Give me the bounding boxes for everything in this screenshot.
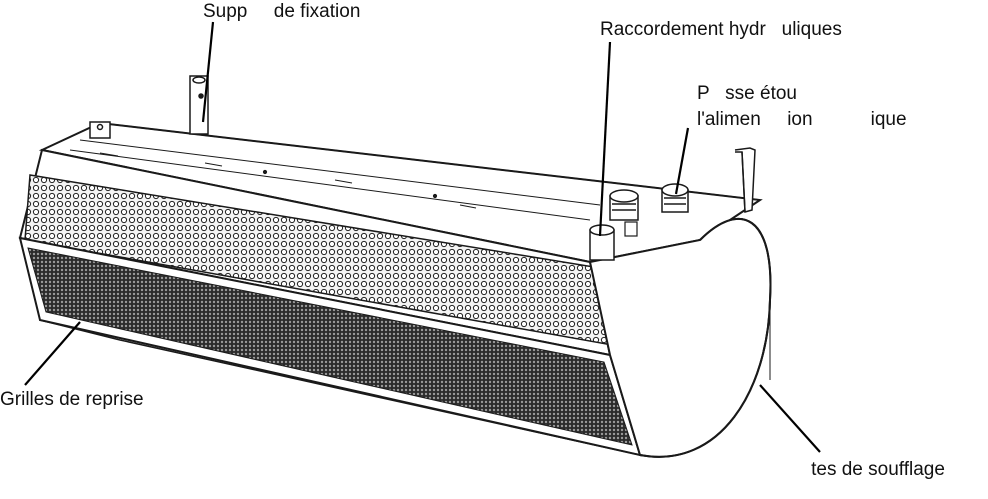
hydraulic-connector-2 — [609, 189, 639, 221]
cable-gland — [661, 183, 689, 213]
label-outlet: tes de soufflage — [790, 459, 945, 480]
top-slots — [99, 152, 477, 209]
label-intake-grilles: Grilles de reprise — [0, 389, 144, 410]
label-hydraulic-connections: Raccordement hydr uliques — [600, 19, 842, 40]
label-cable-gland-line2: l'alimen ion ique — [697, 109, 907, 130]
label-support-fixation: Supp de fixation — [203, 1, 361, 22]
mounting-bracket-right — [734, 147, 756, 213]
mounting-bracket-corner — [89, 121, 111, 139]
label-cable-gland-line1: P sse étou — [697, 83, 797, 104]
intake-mesh — [27, 247, 633, 446]
hydraulic-connector-1 — [589, 224, 615, 261]
leader-lines — [24, 21, 821, 453]
